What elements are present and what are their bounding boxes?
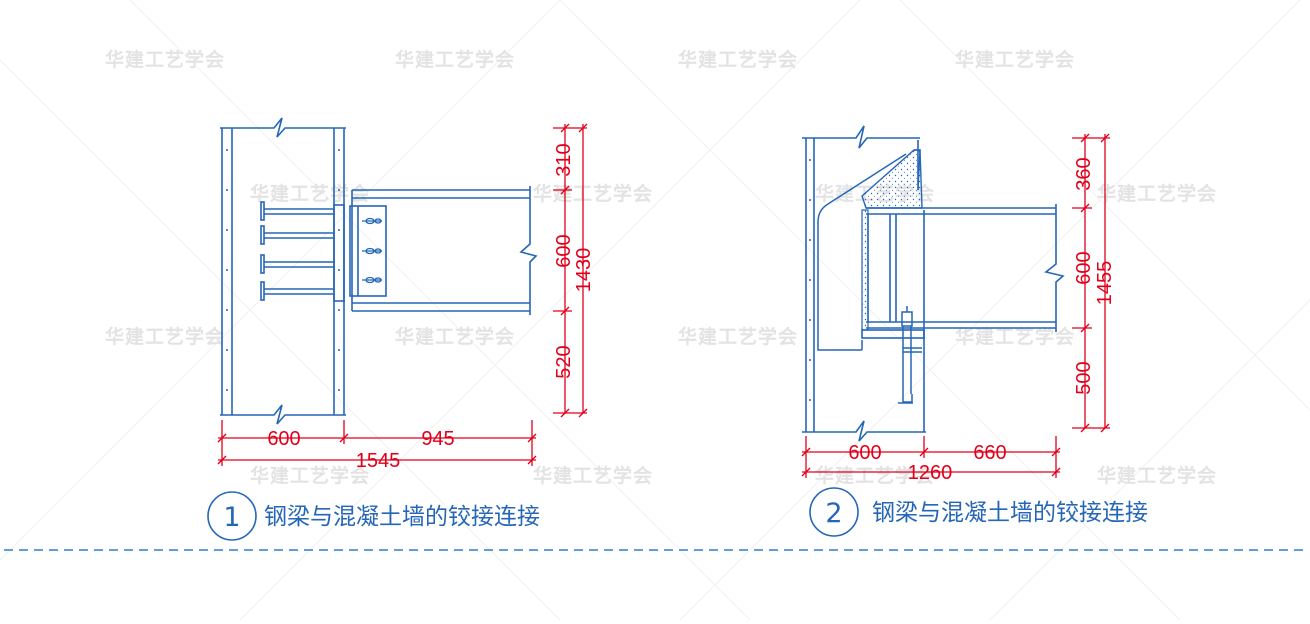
detail-number: 1 <box>223 502 240 533</box>
watermark-text: 华建工艺学会 <box>533 464 653 487</box>
watermark-text: 华建工艺学会 <box>250 464 370 487</box>
horizontal-dimension-labels-1: 600 945 1545 <box>267 428 454 472</box>
detail-caption: 钢梁与混凝土墙的铰接连接 <box>872 500 1148 526</box>
watermark-text: 华建工艺学会 <box>678 48 798 71</box>
steel-beam-1 <box>349 186 538 315</box>
steel-beam-2 <box>861 204 1065 339</box>
dim-bottom-label: 520 <box>553 345 575 378</box>
embedded-anchor-studs <box>260 201 345 302</box>
watermark-text: 华建工艺学会 <box>105 48 225 71</box>
detail-number-circle <box>809 487 859 537</box>
dim-top-label: 310 <box>553 143 575 176</box>
detail-2: 360 600 1455 500 600 660 1260 2 钢梁与混凝土墙的… <box>801 125 1148 537</box>
horizontal-dimensions-1 <box>217 420 537 466</box>
dim-top-label: 360 <box>1073 157 1095 190</box>
dim-overall-label: 1545 <box>356 450 401 472</box>
watermark-text: 华建工艺学会 <box>955 325 1075 348</box>
dim-beam-label: 660 <box>973 442 1006 464</box>
detail-2-title: 2 钢梁与混凝土墙的铰接连接 <box>809 487 1148 537</box>
watermark-text: 华建工艺学会 <box>395 325 515 348</box>
dim-bottom-label: 500 <box>1073 361 1095 394</box>
horizontal-dimension-labels-2: 600 660 1260 <box>848 442 1006 484</box>
concrete-pocket <box>861 149 923 331</box>
dim-overall-label: 1260 <box>908 462 953 484</box>
dim-total-label: 1430 <box>573 248 595 293</box>
watermark-text: 华建工艺学会 <box>955 48 1075 71</box>
recess-outline <box>817 153 907 351</box>
watermark-text: 华建工艺学会 <box>395 48 515 71</box>
detail-caption: 钢梁与混凝土墙的铰接连接 <box>264 504 540 530</box>
detail-1: 310 600 1430 520 600 945 1545 1 钢梁与混凝土墙的… <box>207 117 595 541</box>
detail-number: 2 <box>825 498 842 529</box>
watermark-text: 华建工艺学会 <box>1097 182 1217 205</box>
anchor-bolt <box>898 306 922 404</box>
watermark-text: 华建工艺学会 <box>815 464 935 487</box>
watermark-text: 华建工艺学会 <box>250 182 370 205</box>
vertical-dimension-labels-1: 310 600 1430 520 <box>553 143 595 378</box>
dim-wall-label: 600 <box>848 442 881 464</box>
dim-total-label: 1455 <box>1094 261 1116 306</box>
vertical-dimension-labels-2: 360 600 1455 500 <box>1073 157 1116 394</box>
dim-mid-label: 600 <box>1073 251 1095 284</box>
vertical-dimensions-2 <box>1072 133 1110 433</box>
dim-mid-label: 600 <box>553 234 575 267</box>
dim-wall-label: 600 <box>267 428 300 450</box>
watermark-group: 华建工艺学会 华建工艺学会 华建工艺学会 华建工艺学会 华建工艺学会 华建工艺学… <box>105 48 1217 487</box>
horizontal-dimensions-2 <box>801 436 1061 478</box>
vertical-dimensions-1 <box>553 123 588 418</box>
dim-beam-label: 945 <box>421 428 454 450</box>
concrete-wall-2 <box>802 125 926 442</box>
watermark-text: 华建工艺学会 <box>105 325 225 348</box>
watermark-text: 华建工艺学会 <box>1097 464 1217 487</box>
detail-number-circle <box>207 491 257 541</box>
watermark-text: 华建工艺学会 <box>678 325 798 348</box>
detail-1-title: 1 钢梁与混凝土墙的铰接连接 <box>207 491 540 541</box>
watermark-text: 华建工艺学会 <box>533 182 653 205</box>
concrete-wall-1 <box>220 117 346 425</box>
